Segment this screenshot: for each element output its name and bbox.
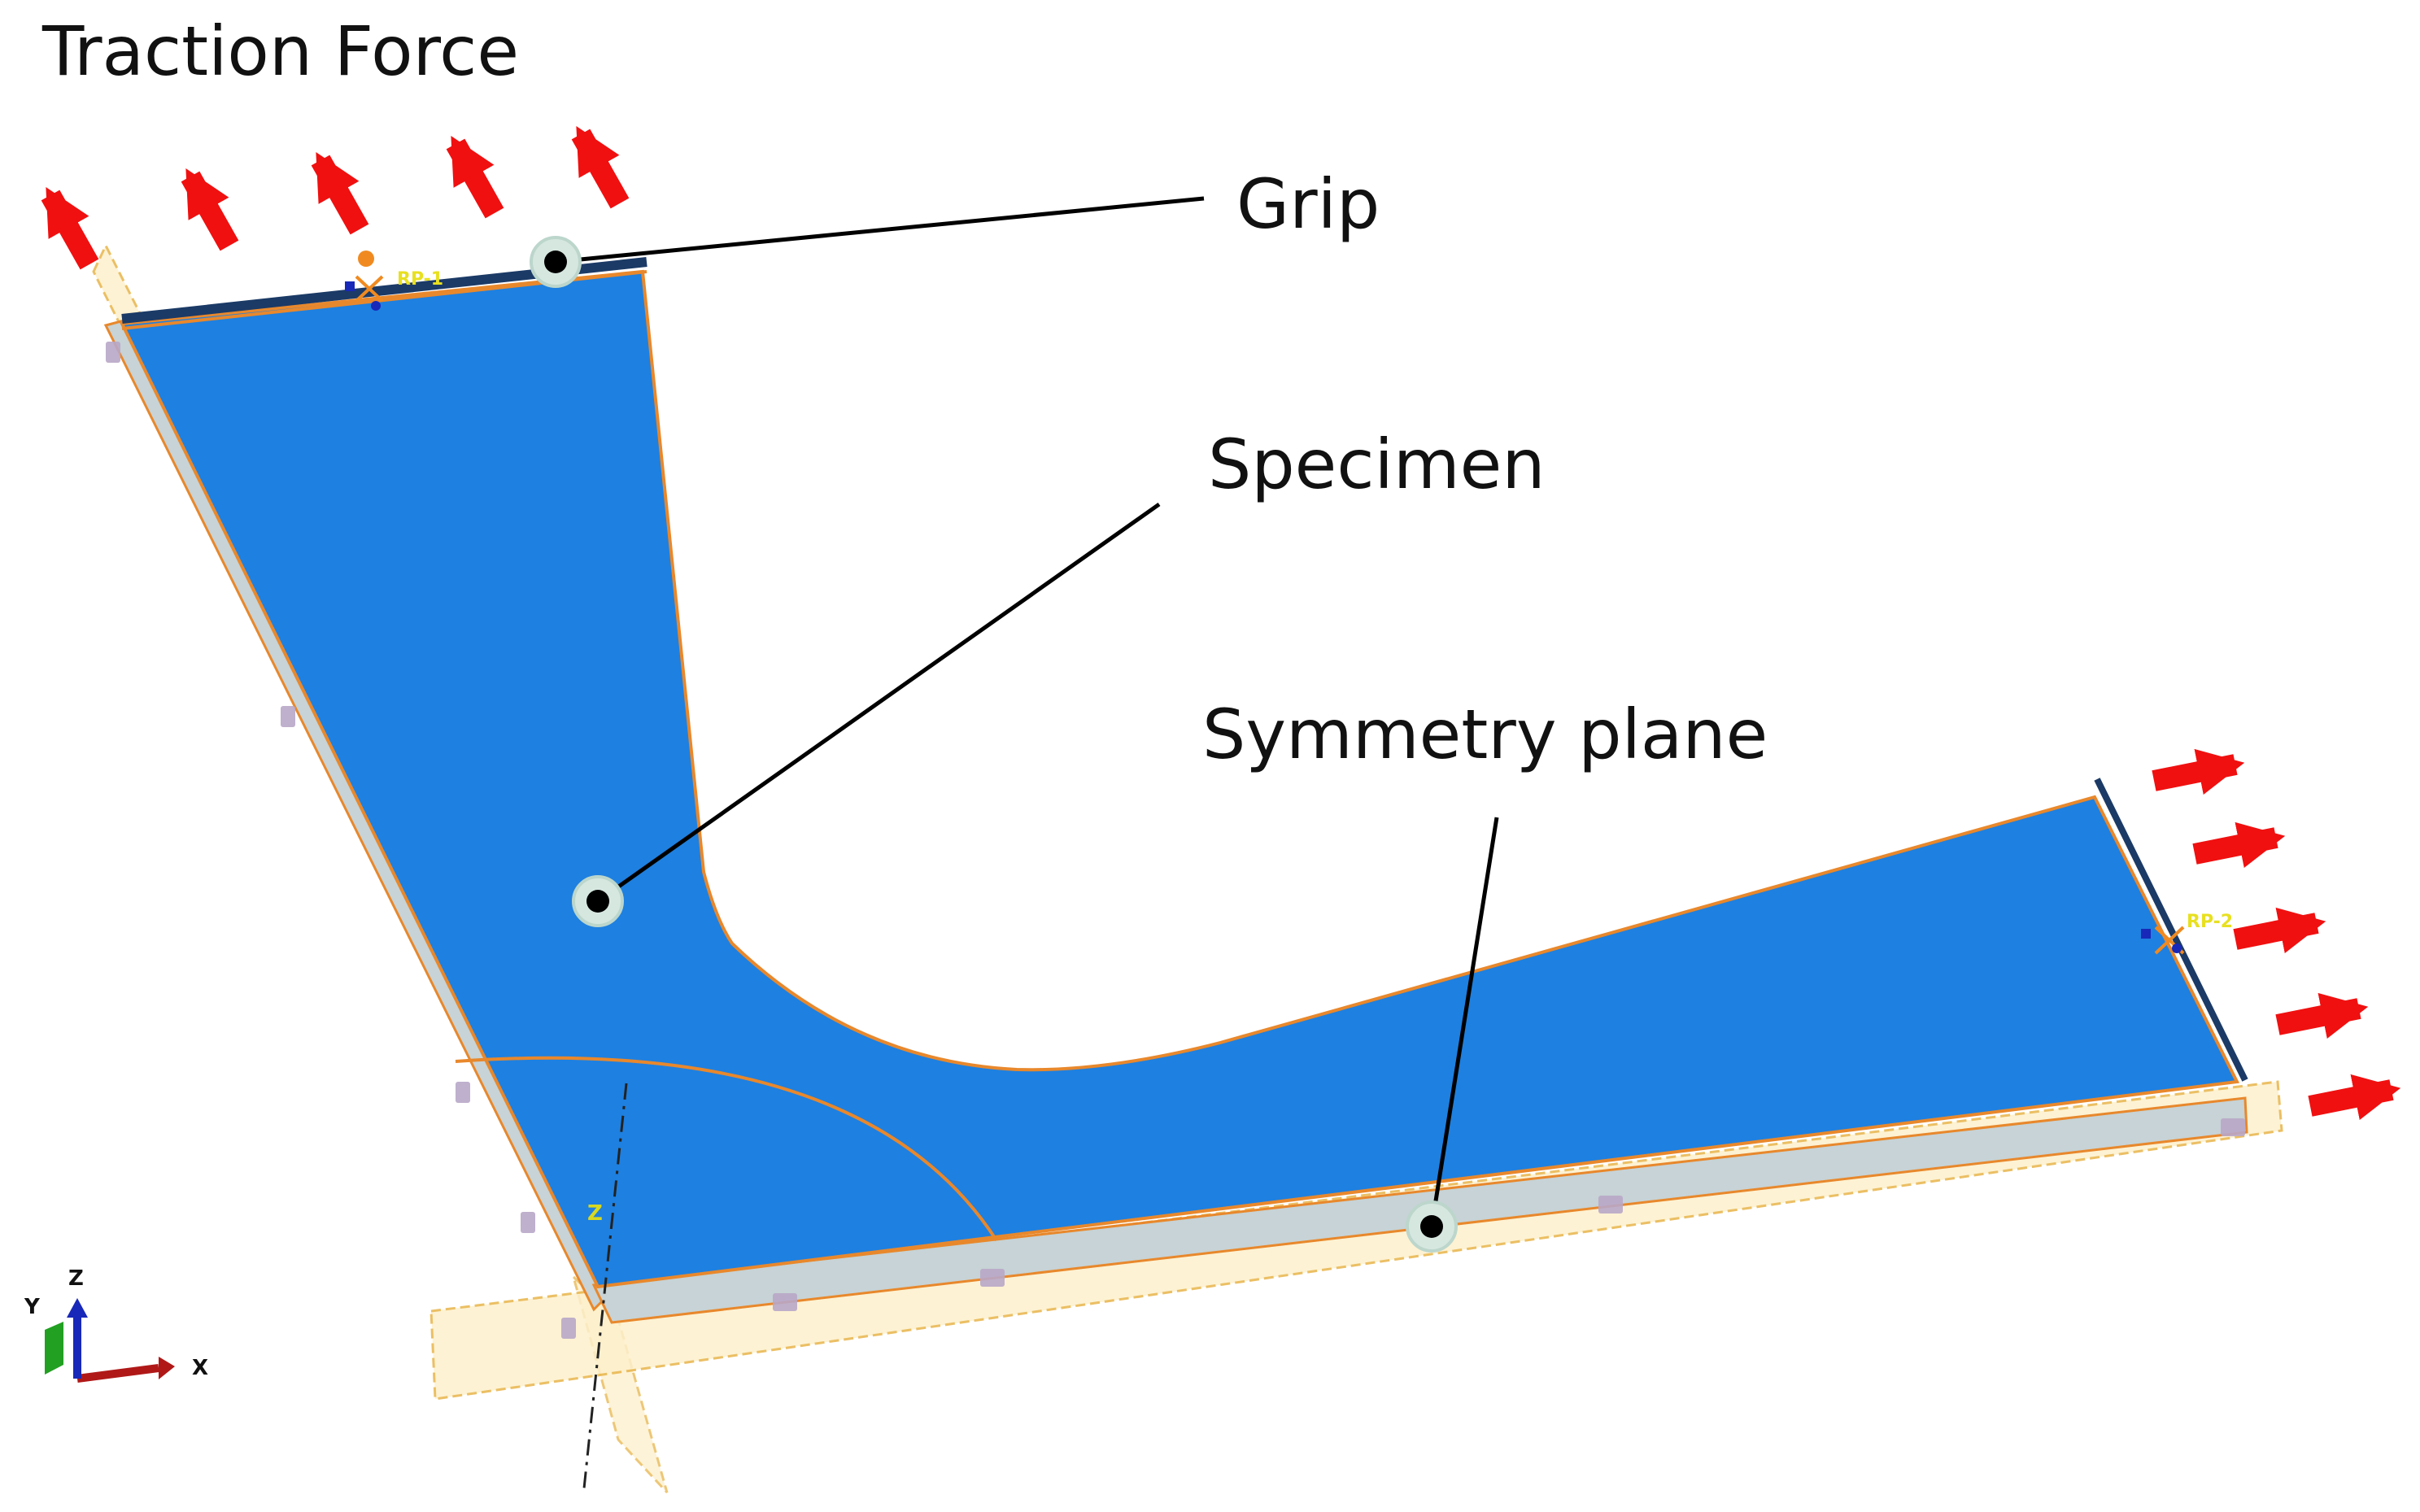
specimen-top-face bbox=[119, 269, 2240, 1289]
grip-label: Grip bbox=[1236, 164, 1380, 244]
symmetry-plane-leader bbox=[1406, 817, 1499, 1253]
reference-point-rp1: RP-1 bbox=[345, 251, 443, 311]
reference-point-rp2: RP-2 bbox=[2141, 912, 2233, 955]
symmetry-plane-label: Symmetry plane bbox=[1202, 695, 1768, 774]
triad-y-label: Y bbox=[24, 1295, 41, 1319]
triad-z-label: Z bbox=[68, 1266, 84, 1291]
grip-leader bbox=[530, 196, 1205, 288]
coordinate-triad: X Y Z bbox=[24, 1266, 208, 1383]
bc-markers bbox=[106, 342, 2245, 1339]
traction-arrows-top bbox=[41, 126, 630, 270]
specimen-leader bbox=[572, 502, 1161, 927]
traction-arrows-right bbox=[2152, 748, 2401, 1121]
traction-force-label: Traction Force bbox=[41, 11, 519, 91]
local-axis-line: Z bbox=[582, 1083, 628, 1489]
specimen-label: Specimen bbox=[1208, 425, 1546, 504]
rp2-label: RP-2 bbox=[2187, 912, 2233, 932]
rp1-label: RP-1 bbox=[397, 269, 443, 290]
triad-x-label: X bbox=[192, 1356, 208, 1380]
grip-edge-right bbox=[2094, 778, 2248, 1082]
local-axis-label: Z bbox=[587, 1201, 603, 1226]
